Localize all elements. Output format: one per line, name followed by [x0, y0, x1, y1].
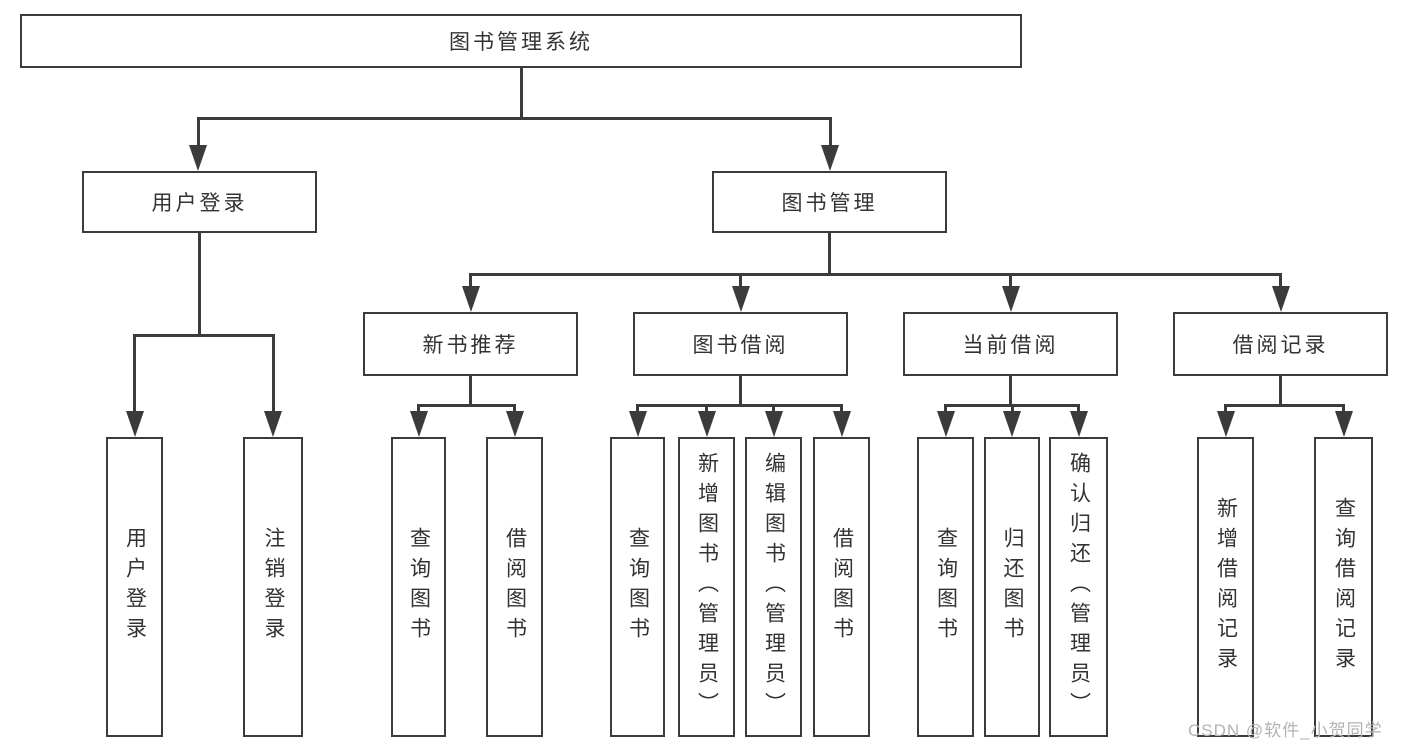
arrowhead-icon — [264, 411, 282, 437]
arrowhead-icon — [1070, 411, 1088, 437]
connector-line — [1011, 404, 1014, 413]
connector-line — [1342, 404, 1345, 413]
node-root-label: 图书管理系统 — [449, 31, 593, 54]
arrowhead-icon — [698, 411, 716, 437]
leaf-add-borrow-record: 新增借阅记录 — [1197, 437, 1254, 737]
leaf-return-books-label: 归还图书 — [1001, 527, 1025, 647]
arrowhead-icon — [765, 411, 783, 437]
leaf-confirm-return-admin-label: 确认归还（管理员） — [1067, 452, 1091, 722]
leaf-query-books-recommend: 查询图书 — [391, 437, 446, 737]
node-current-borrow: 当前借阅 — [903, 312, 1118, 376]
connector-line — [198, 233, 201, 335]
connector-line — [133, 334, 275, 337]
node-new-book-recommend: 新书推荐 — [363, 312, 578, 376]
connector-line — [772, 404, 775, 413]
node-current-borrow-label: 当前借阅 — [962, 334, 1059, 357]
leaf-user-login: 用户登录 — [106, 437, 163, 737]
leaf-borrow-books-label: 借阅图书 — [830, 527, 854, 647]
connector-line — [1279, 273, 1282, 290]
connector-line — [197, 117, 200, 150]
node-book-borrow: 图书借阅 — [633, 312, 848, 376]
arrowhead-icon — [189, 145, 207, 171]
connector-line — [520, 68, 523, 118]
connector-line — [705, 404, 708, 413]
arrowhead-icon — [1217, 411, 1235, 437]
connector-line — [828, 233, 831, 274]
connector-line — [133, 334, 136, 412]
arrowhead-icon — [1335, 411, 1353, 437]
leaf-user-login-label: 用户登录 — [123, 527, 147, 647]
csdn-watermark: CSDN @软件_小贺同学 — [1188, 721, 1383, 740]
arrowhead-icon — [1272, 286, 1290, 312]
connector-line — [1009, 376, 1012, 405]
connector-line — [1077, 404, 1080, 413]
leaf-add-borrow-record-label: 新增借阅记录 — [1214, 497, 1238, 677]
connector-line — [739, 273, 742, 290]
connector-line — [470, 273, 1282, 276]
arrowhead-icon — [629, 411, 647, 437]
connector-line — [272, 334, 275, 412]
node-borrow-records: 借阅记录 — [1173, 312, 1388, 376]
leaf-borrow-books: 借阅图书 — [813, 437, 870, 737]
connector-line — [469, 376, 472, 405]
connector-line — [840, 404, 843, 413]
leaf-logout: 注销登录 — [243, 437, 303, 737]
leaf-query-borrow-record-label: 查询借阅记录 — [1332, 497, 1356, 677]
leaf-query-books-recommend-label: 查询图书 — [407, 527, 431, 647]
connector-line — [739, 376, 742, 405]
node-new-book-recommend-label: 新书推荐 — [422, 334, 519, 357]
arrowhead-icon — [410, 411, 428, 437]
arrowhead-icon — [821, 145, 839, 171]
connector-line — [1279, 376, 1282, 405]
leaf-borrow-books-recommend: 借阅图书 — [486, 437, 543, 737]
node-book-management: 图书管理 — [712, 171, 947, 233]
leaf-query-books-borrow: 查询图书 — [610, 437, 665, 737]
connector-line — [944, 404, 947, 413]
node-user-login-label: 用户登录 — [151, 192, 248, 215]
node-user-login: 用户登录 — [82, 171, 317, 233]
arrowhead-icon — [126, 411, 144, 437]
leaf-query-books-current: 查询图书 — [917, 437, 974, 737]
leaf-logout-label: 注销登录 — [262, 527, 286, 647]
leaf-edit-books-admin-label: 编辑图书（管理员） — [762, 452, 786, 722]
arrowhead-icon — [833, 411, 851, 437]
connector-line — [469, 273, 472, 290]
node-book-management-label: 图书管理 — [781, 192, 878, 215]
node-borrow-records-label: 借阅记录 — [1232, 334, 1329, 357]
connector-line — [636, 404, 639, 413]
leaf-return-books: 归还图书 — [984, 437, 1040, 737]
node-root-system: 图书管理系统 — [20, 14, 1022, 68]
connector-line — [637, 404, 842, 407]
connector-line — [1224, 404, 1227, 413]
connector-line — [829, 117, 832, 150]
connector-line — [513, 404, 516, 413]
arrowhead-icon — [1002, 286, 1020, 312]
leaf-add-books-admin: 新增图书（管理员） — [678, 437, 735, 737]
leaf-query-borrow-record: 查询借阅记录 — [1314, 437, 1373, 737]
arrowhead-icon — [732, 286, 750, 312]
arrowhead-icon — [462, 286, 480, 312]
connector-line — [1225, 404, 1344, 407]
connector-line — [198, 117, 831, 120]
leaf-query-books-current-label: 查询图书 — [934, 527, 958, 647]
connector-line — [1009, 273, 1012, 290]
leaf-query-books-borrow-label: 查询图书 — [626, 527, 650, 647]
node-book-borrow-label: 图书借阅 — [692, 334, 789, 357]
arrowhead-icon — [1003, 411, 1021, 437]
arrowhead-icon — [506, 411, 524, 437]
leaf-add-books-admin-label: 新增图书（管理员） — [695, 452, 719, 722]
arrowhead-icon — [937, 411, 955, 437]
connector-line — [417, 404, 420, 413]
leaf-borrow-books-recommend-label: 借阅图书 — [503, 527, 527, 647]
leaf-confirm-return-admin: 确认归还（管理员） — [1049, 437, 1108, 737]
leaf-edit-books-admin: 编辑图书（管理员） — [745, 437, 802, 737]
connector-line — [418, 404, 515, 407]
